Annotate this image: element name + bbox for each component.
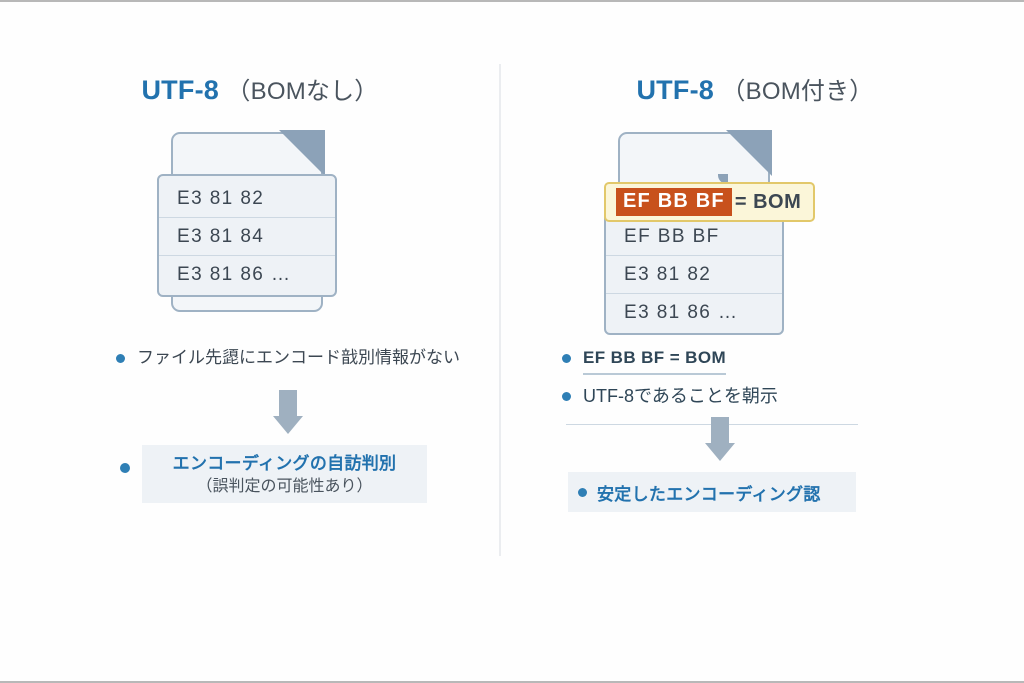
left-result-bullet-dot-icon (120, 463, 130, 473)
bullet-dot-icon (562, 392, 571, 401)
hex-line: E3 81 82 (159, 180, 335, 218)
page-fold-corner-icon (279, 130, 325, 176)
center-divider (499, 64, 501, 556)
bom-hex-badge: EF BB BF (616, 188, 732, 216)
left-result-box: エンコーディングの自訪判別 （誤判定の可能性あり） (142, 445, 427, 503)
right-bullet-item: EF BB BF = BOM (562, 346, 727, 375)
right-document-icon: EF BB BF E3 81 82 E3 81 86 … (604, 130, 784, 335)
page-fold-corner-accent (718, 174, 728, 184)
right-column: UTF-8 （BOM付き） (520, 2, 990, 681)
arrow-head (273, 416, 303, 434)
bullet-dot-icon (116, 354, 125, 363)
left-column: UTF-8 （BOMなし） (30, 2, 490, 681)
hex-line: E3 81 86 … (624, 302, 739, 323)
right-result-box: 安定したエンコーディング認 (568, 472, 856, 512)
right-hex-panel: EF BB BF E3 81 82 E3 81 86 … (604, 212, 784, 335)
left-heading-note: （BOMなし） (226, 78, 379, 105)
hex-line: EF BB BF (606, 218, 782, 256)
left-heading: UTF-8 （BOMなし） (30, 72, 490, 110)
right-down-arrow-icon (705, 417, 735, 461)
bullet-dot-icon (562, 354, 571, 363)
left-hex-panel: E3 81 82 E3 81 84 E3 81 86 … (157, 174, 337, 297)
right-result-label: 安定したエンコーディング認 (597, 484, 821, 504)
bullet-dot-icon (578, 487, 587, 497)
right-heading: UTF-8 （BOM付き） (520, 72, 990, 110)
right-bullet-label-2: UTF-8であることを朝示 (583, 386, 778, 406)
arrow-shaft (711, 417, 729, 443)
right-bullet-label-1: EF BB BF = BOM (583, 346, 727, 375)
bom-equals-label: = BOM (734, 190, 802, 213)
left-heading-encoding: UTF-8 (141, 75, 219, 105)
hex-line: E3 81 82 (606, 256, 782, 294)
left-result-line2: （誤判定の可能性あり） (196, 478, 373, 495)
left-down-arrow-icon (273, 390, 303, 434)
page-fold-corner-icon (726, 130, 772, 176)
hex-line: E3 81 84 (159, 218, 335, 256)
right-bullet-item: UTF-8であることを朝示 (562, 384, 778, 408)
left-result-line1: エンコーディングの自訪判別 (172, 454, 397, 473)
right-heading-encoding: UTF-8 (636, 75, 714, 105)
left-document-icon: E3 81 82 E3 81 84 E3 81 86 … (157, 130, 337, 312)
arrow-head (705, 443, 735, 461)
right-heading-note: （BOM付き） (721, 78, 874, 105)
bom-callout: EF BB BF = BOM (604, 182, 816, 222)
hex-line: E3 81 86 … (177, 264, 292, 285)
arrow-shaft (279, 390, 297, 416)
left-bullet-item: ファイル先頾にエンコード戠別情報がない (116, 346, 460, 370)
left-bullet-label: ファイル先頾にエンコード戠別情報がない (137, 348, 460, 367)
